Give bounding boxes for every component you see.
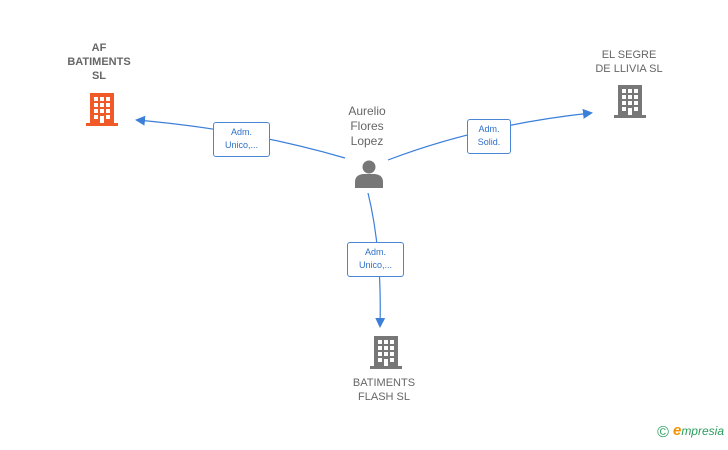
person-icon[interactable] [354, 158, 384, 188]
building-icon[interactable] [86, 91, 118, 127]
relation-label-el-segre[interactable]: Adm. Solid. [467, 119, 511, 154]
brand-logo-initial: e [672, 422, 682, 439]
company-name-af-batiments[interactable]: AF BATIMENTS SL [67, 42, 131, 82]
relation-label-af-batiments[interactable]: Adm. Unico,... [213, 122, 270, 157]
company-name-el-segre[interactable]: EL SEGRE DE LLIVIA SL [595, 49, 663, 75]
company-name-batiments-flash[interactable]: BATIMENTS FLASH SL [352, 377, 416, 403]
brand-logo-text: mpresia [681, 424, 724, 438]
building-icon[interactable] [370, 334, 402, 370]
copyright-icon: © [657, 424, 669, 441]
relation-label-batiments-flash[interactable]: Adm. Unico,... [347, 242, 404, 277]
brand-footer: ©empresia [657, 422, 724, 442]
person-name[interactable]: Aurelio Flores Lopez [348, 104, 386, 148]
building-icon[interactable] [614, 83, 646, 119]
